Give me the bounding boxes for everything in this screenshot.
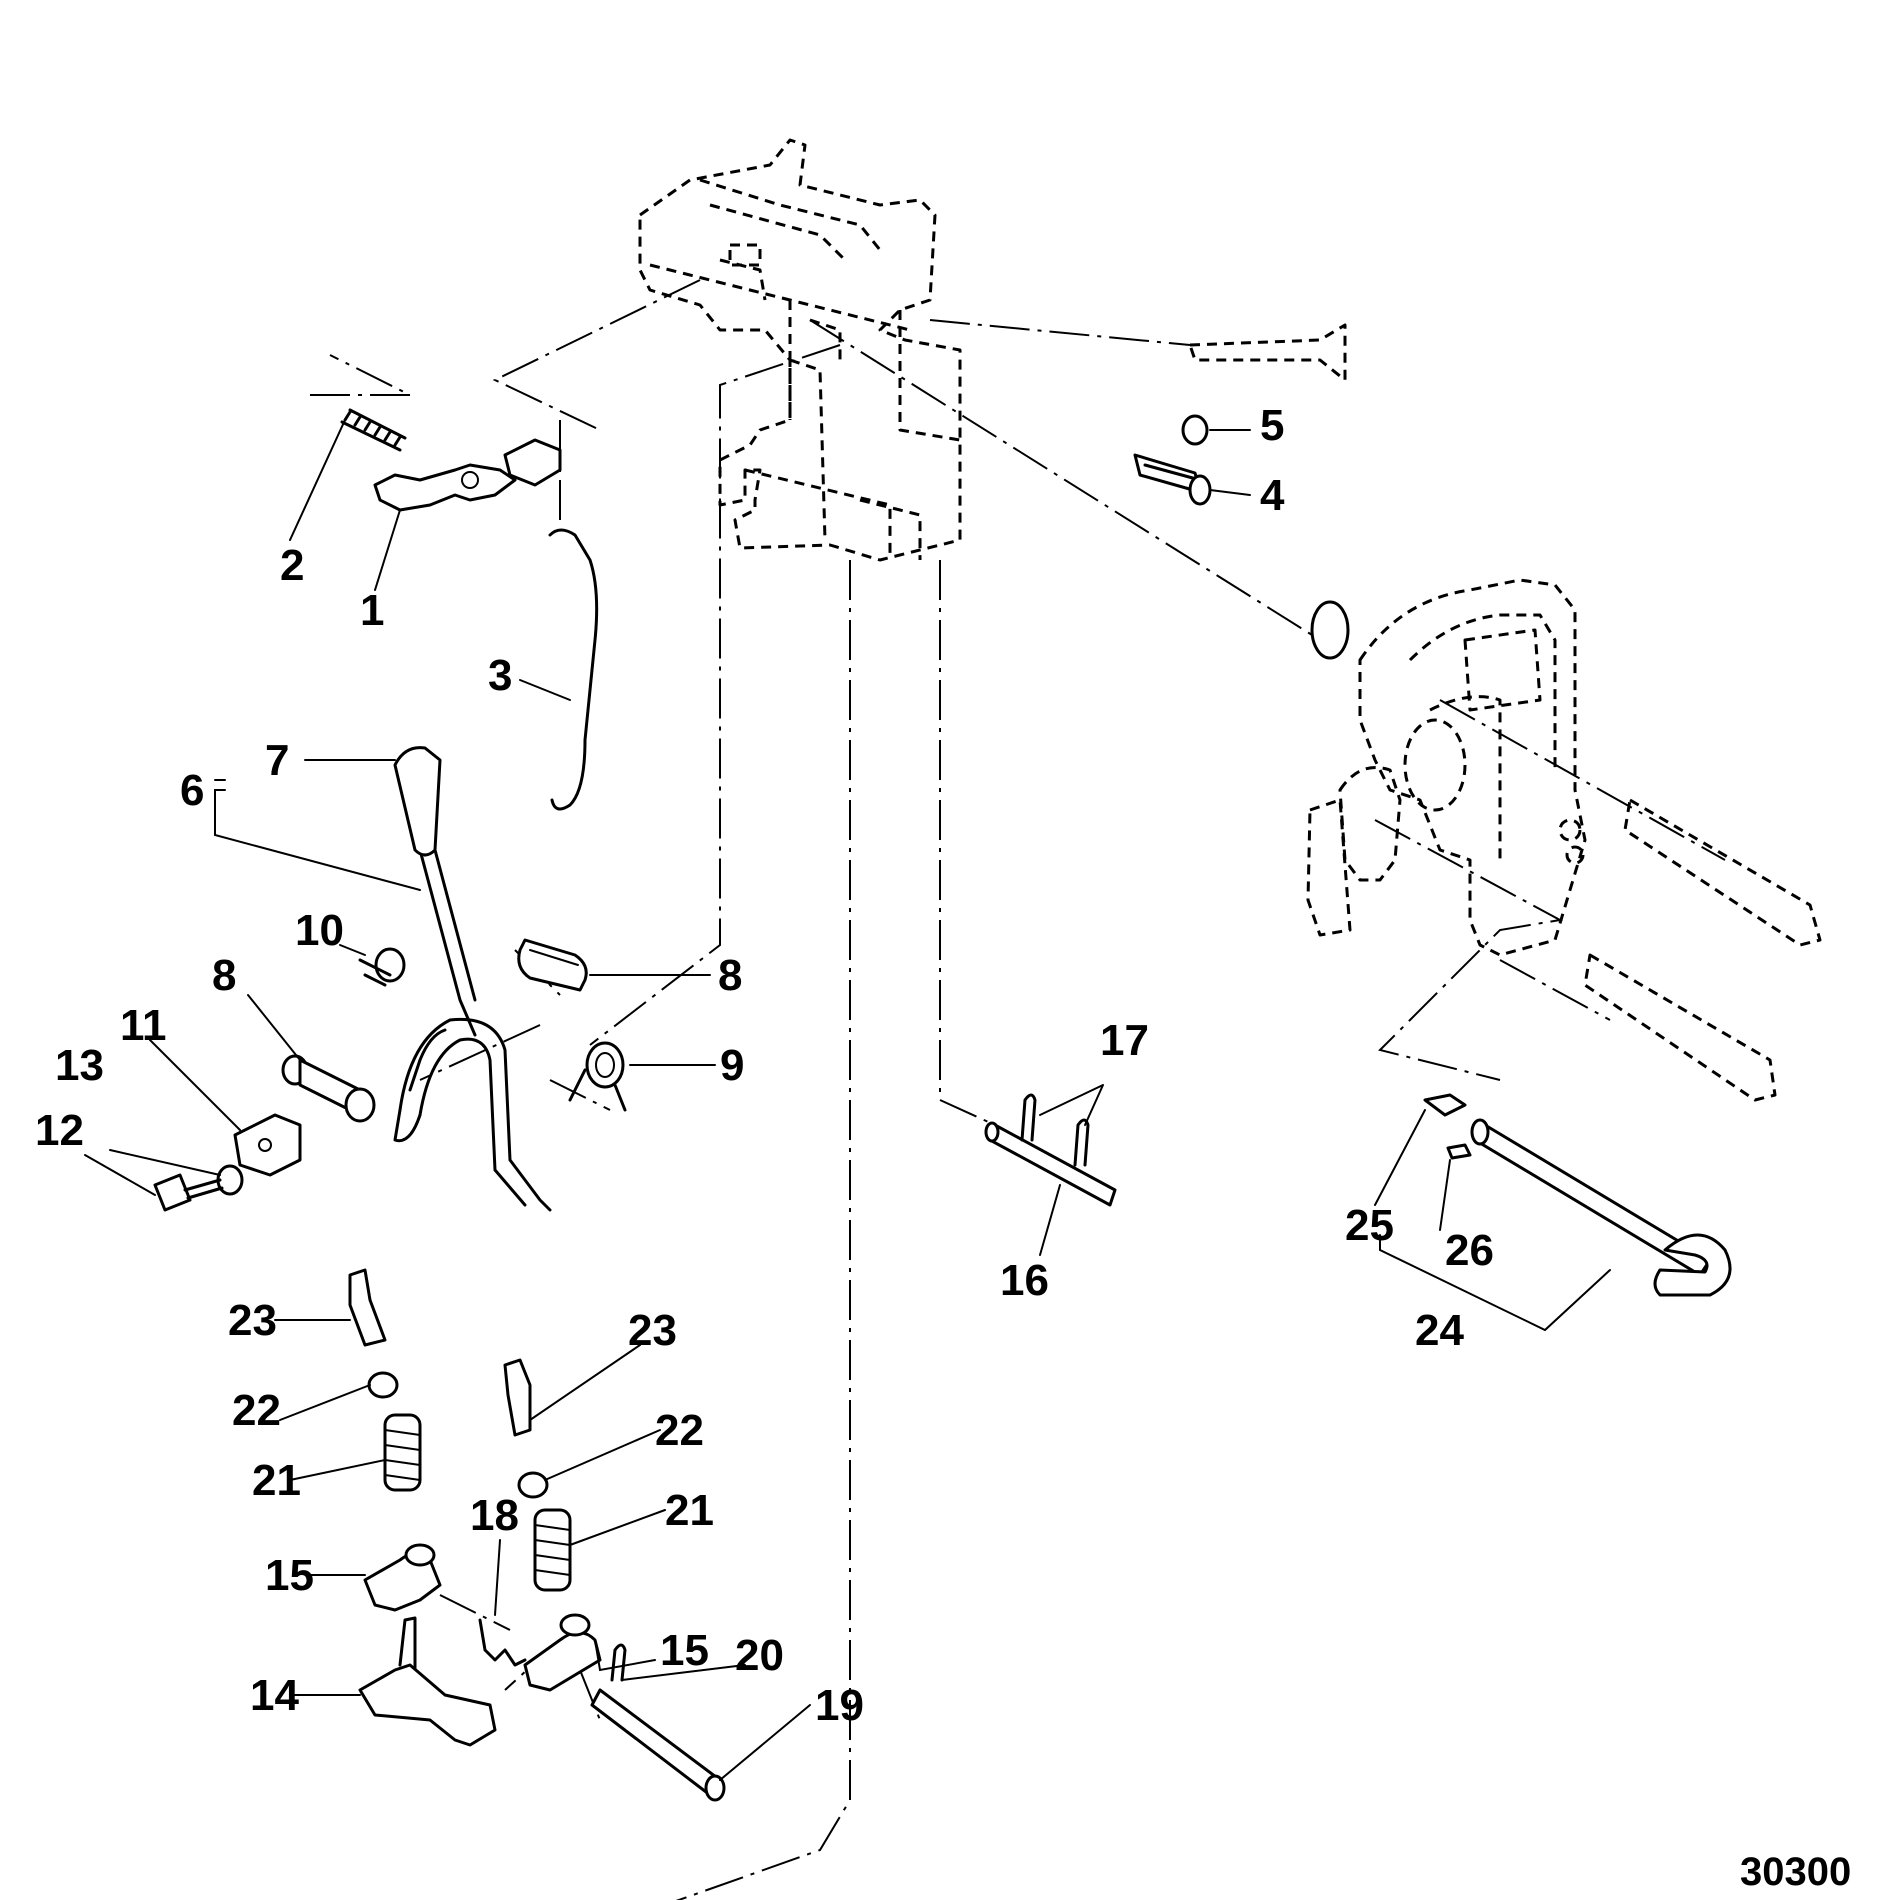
callout-23-left: 23 <box>228 1296 277 1345</box>
callout-2: 2 <box>280 541 304 590</box>
callout-15-right: 15 <box>660 1626 709 1675</box>
callout-7: 7 <box>265 736 289 785</box>
callout-8-top: 8 <box>718 951 742 1000</box>
part-5-washer <box>1181 414 1209 446</box>
callout-12: 12 <box>35 1106 84 1155</box>
part-6-shift-handle <box>393 848 552 1212</box>
part-1-lever <box>373 438 562 512</box>
part-13-washer <box>216 1164 244 1196</box>
callout-23-right: 23 <box>628 1306 677 1355</box>
part-18-spring <box>478 1618 527 1667</box>
part-15-arm-a <box>363 1543 442 1612</box>
callout-1: 1 <box>360 586 384 635</box>
part-26-pin <box>1446 1143 1472 1160</box>
part-20-cotter-pin <box>610 1643 627 1682</box>
part-9-spring <box>568 1041 627 1112</box>
leader-lines <box>84 419 1611 1781</box>
part-21-spring-a <box>383 1413 422 1492</box>
callout-21-right: 21 <box>665 1486 714 1535</box>
callout-22-left: 22 <box>232 1386 281 1435</box>
part-11-plate <box>233 1113 302 1177</box>
part-22-washer-a <box>367 1371 399 1399</box>
callout-9: 9 <box>720 1041 744 1090</box>
part-3-link-rod <box>548 528 599 811</box>
callout-4: 4 <box>1260 471 1285 520</box>
callout-15-left: 15 <box>265 1551 314 1600</box>
part-7-knob <box>393 746 442 857</box>
callout-19: 19 <box>815 1681 864 1730</box>
figure-code: 30300 <box>1740 1850 1851 1894</box>
callout-14: 14 <box>250 1671 299 1720</box>
part-19-pin <box>590 1688 726 1802</box>
callout-labels: 1 2 3 4 5 6 7 8 8 9 10 11 12 13 14 15 15… <box>35 401 1851 1894</box>
callout-6: 6 <box>180 766 204 815</box>
part-10-spring <box>358 947 406 987</box>
callout-22-right: 22 <box>655 1406 704 1455</box>
callout-17: 17 <box>1100 1016 1149 1065</box>
part-8-sleeve <box>517 938 588 992</box>
swivel-bracket-outline <box>638 138 962 562</box>
callout-24: 24 <box>1415 1306 1464 1355</box>
part-16-pin <box>984 1121 1117 1207</box>
part-17-cotter-pin-a <box>1020 1093 1037 1142</box>
callout-8-left: 8 <box>212 951 236 1000</box>
part-4-bolt <box>1133 453 1212 506</box>
part-24-clamp-screw <box>1470 1118 1732 1297</box>
callout-25: 25 <box>1345 1201 1394 1250</box>
part-12-screw <box>153 1173 224 1212</box>
part-22-washer-b <box>517 1471 549 1499</box>
callout-5: 5 <box>1260 401 1284 450</box>
part-21-spring-b <box>533 1508 572 1592</box>
callout-11: 11 <box>120 1001 167 1050</box>
callout-16: 16 <box>1000 1256 1049 1305</box>
callout-18: 18 <box>470 1491 519 1540</box>
part-23-pin-b <box>503 1358 532 1437</box>
clamp-bolts <box>1188 323 1822 1102</box>
clamp-bracket-outline <box>1306 578 1587 957</box>
callout-26: 26 <box>1445 1226 1494 1275</box>
part-14-lever <box>358 1616 497 1747</box>
assembly-center-lines <box>310 279 1726 1900</box>
part-25-pad <box>1423 1093 1467 1117</box>
callout-3: 3 <box>488 651 512 700</box>
part-2-spring <box>340 408 407 452</box>
part-8-bushing <box>281 1054 376 1123</box>
callout-10: 10 <box>295 906 344 955</box>
part-17-cotter-pin-b <box>1073 1118 1090 1167</box>
callout-13: 13 <box>55 1041 104 1090</box>
part-15-arm-b <box>523 1613 602 1692</box>
part-23-pin-a <box>348 1268 387 1347</box>
callout-21-left: 21 <box>252 1456 301 1505</box>
clamp-washer <box>1310 600 1350 660</box>
callout-20: 20 <box>735 1631 784 1680</box>
